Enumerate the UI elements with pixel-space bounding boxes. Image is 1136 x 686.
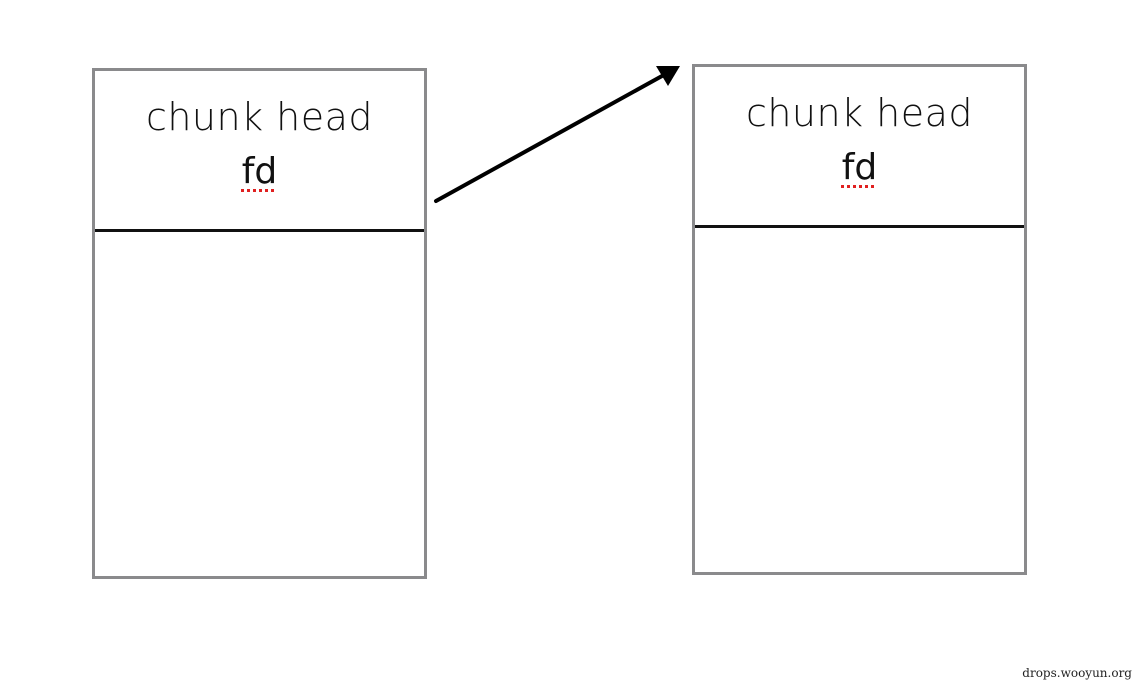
- chunk-header-right: chunk head fd: [695, 67, 1024, 228]
- chunk-header-left: chunk head fd: [95, 71, 424, 232]
- chunk-head-label-left: chunk head: [145, 95, 374, 139]
- arrow-shaft: [434, 74, 664, 203]
- watermark-text: drops.wooyun.org: [1022, 666, 1132, 680]
- chunk-head-label-right: chunk head: [745, 91, 974, 135]
- fd-label-left: fd: [241, 151, 278, 192]
- arrow-head: [656, 66, 680, 86]
- chunk-box-right: chunk head fd: [692, 64, 1027, 575]
- fd-field-left: fd: [95, 151, 424, 192]
- fd-field-right: fd: [695, 147, 1024, 188]
- fd-label-right: fd: [841, 147, 878, 188]
- chunk-box-left: chunk head fd: [92, 68, 427, 579]
- chunk-body-right: [695, 228, 1024, 572]
- chunk-body-left: [95, 232, 424, 576]
